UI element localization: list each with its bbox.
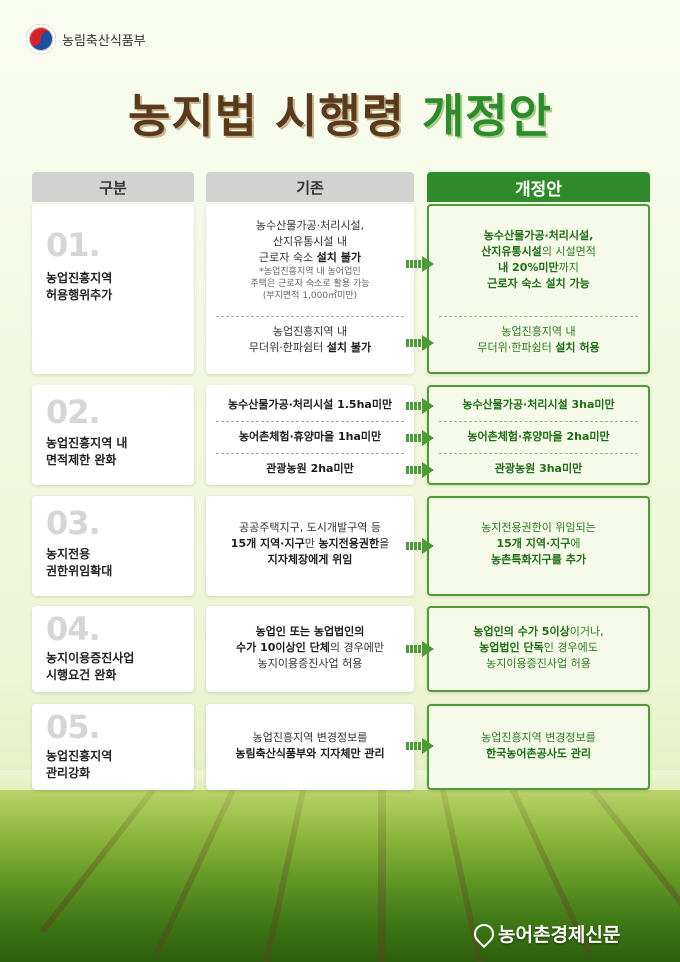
leaf-icon — [469, 919, 499, 948]
revised-text: 농지전용권한이 위임되는 15개 지역·지구에 농촌특화지구를 추가 — [481, 521, 596, 566]
revised-text: 농업인의 수가 5이상이거나, 농업법인 단독인 경우에도 농지이용증진사업 허… — [473, 625, 604, 670]
row-5-existing: 농업진흥지역 변경정보를 농림축산식품부와 지자체만 관리 — [206, 704, 414, 790]
existing-text: 농업진흥지역 변경정보를 농림축산식품부와 지자체만 관리 — [235, 731, 385, 760]
arrow-icon — [406, 462, 436, 478]
arrow-icon — [406, 335, 436, 351]
revised-item-3: 관광농원 3ha미만 — [494, 462, 583, 475]
row-3-existing: 공공주택지구, 도시개발구역 등 15개 지역·지구만 농지전용권한을 지자체장… — [206, 496, 414, 596]
existing-item-1: 농수산물가공·처리시설, 산지유통시설 내 근로자 숙소 설치 불가 *농업진흥… — [250, 219, 370, 301]
row-label: 농업진흥지역 허용행위추가 — [46, 271, 113, 302]
row-4-revised: 농업인의 수가 5이상이거나, 농업법인 단독인 경우에도 농지이용증진사업 허… — [427, 606, 650, 692]
row-2-existing: 농수산물가공·처리시설 1.5ha미만 농어촌체험·휴양마을 1ha미만 관광농… — [206, 385, 414, 485]
column-header-existing: 기존 — [206, 172, 414, 202]
column-header-category: 구분 — [32, 172, 194, 202]
taegeuk-emblem-icon — [26, 24, 56, 54]
revised-item-2: 농어촌체험·휴양마을 2ha미만 — [467, 430, 610, 443]
row-1-revised: 농수산물가공·처리시설, 산지유통시설의 시설면적 내 20%미만까지 근로자 … — [427, 204, 650, 374]
arrow-icon — [406, 538, 436, 554]
row-5-category: 05. 농업진흥지역 관리강화 — [32, 704, 194, 790]
row-number: 03. — [46, 504, 101, 542]
row-4-category: 04. 농지이용증진사업 시행요건 완화 — [32, 606, 194, 692]
row-2-revised: 농수산물가공·처리시설 3ha미만 농어촌체험·휴양마을 2ha미만 관광농원 … — [427, 385, 650, 485]
row-3-category: 03. 농지전용 권한위임확대 — [32, 496, 194, 596]
row-label: 농지이용증진사업 시행요건 완화 — [46, 651, 135, 682]
revised-item-2: 농업진흥지역 내 무더위·한파쉼터 설치 허용 — [477, 325, 600, 354]
existing-item-2: 농어촌체험·휴양마을 1ha미만 — [238, 430, 382, 443]
arrow-icon — [406, 256, 436, 272]
existing-item-1: 농수산물가공·처리시설 1.5ha미만 — [227, 398, 393, 411]
column-header-revised: 개정안 — [427, 172, 650, 202]
row-2-category: 02. 농업진흥지역 내 면적제한 완화 — [32, 385, 194, 485]
row-1-category: 01. 농업진흥지역 허용행위추가 — [32, 204, 194, 374]
ministry-logo: 농림축산식품부 — [26, 24, 146, 54]
publisher-logo: 농어촌경제신문 — [469, 919, 621, 948]
row-label: 농업진흥지역 내 면적제한 완화 — [46, 436, 128, 467]
arrow-icon — [406, 398, 436, 414]
row-number: 05. — [46, 708, 101, 746]
row-label: 농업진흥지역 관리강화 — [46, 749, 113, 780]
arrow-icon — [406, 430, 436, 446]
row-4-existing: 농업인 또는 농업법인의 수가 10이상인 단체의 경우에만 농지이용증진사업 … — [206, 606, 414, 692]
revised-item-1: 농수산물가공·처리시설, 산지유통시설의 시설면적 내 20%미만까지 근로자 … — [481, 229, 596, 290]
row-number: 02. — [46, 393, 101, 431]
existing-text: 농업인 또는 농업법인의 수가 10이상인 단체의 경우에만 농지이용증진사업 … — [236, 625, 384, 670]
title-main: 농지법 시행령 — [128, 89, 405, 143]
row-3-revised: 농지전용권한이 위임되는 15개 지역·지구에 농촌특화지구를 추가 — [427, 496, 650, 596]
ministry-name: 농림축산식품부 — [62, 32, 146, 48]
row-number: 04. — [46, 610, 101, 648]
title-highlight: 개정안 — [421, 89, 552, 143]
row-1-existing: 농수산물가공·처리시설, 산지유통시설 내 근로자 숙소 설치 불가 *농업진흥… — [206, 204, 414, 374]
revised-text: 농업진흥지역 변경정보를 한국농어촌공사도 관리 — [481, 731, 596, 760]
existing-item-3: 관광농원 2ha미만 — [266, 462, 354, 475]
page-title: 농지법 시행령 개정안 — [0, 80, 680, 146]
arrow-icon — [406, 641, 436, 657]
row-5-revised: 농업진흥지역 변경정보를 한국농어촌공사도 관리 — [427, 704, 650, 790]
existing-item-2: 농업진흥지역 내 무더위·한파쉼터 설치 불가 — [248, 325, 372, 354]
row-number: 01. — [46, 226, 101, 264]
publisher-name: 농어촌경제신문 — [498, 924, 621, 946]
row-label: 농지전용 권한위임확대 — [46, 547, 113, 578]
existing-text: 공공주택지구, 도시개발구역 등 15개 지역·지구만 농지전용권한을 지자체장… — [230, 521, 390, 566]
revised-item-1: 농수산물가공·처리시설 3ha미만 — [462, 398, 615, 411]
arrow-icon — [406, 738, 436, 754]
